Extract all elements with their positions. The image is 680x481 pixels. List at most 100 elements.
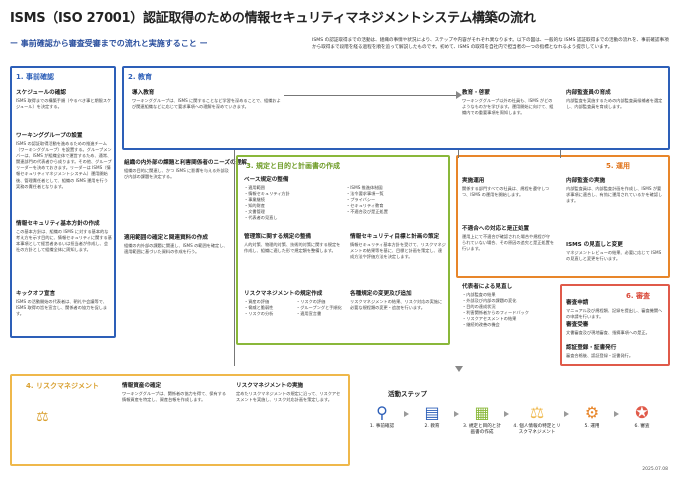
section-review-title: 代表者による見直し [462, 284, 513, 290]
phase-5-box [456, 155, 670, 278]
section-edu-title: 教育・啓蒙 [462, 90, 490, 96]
base-rule-item: ・セキュリティ教育 [346, 203, 384, 209]
legend-step-label: 6. 審査 [634, 424, 650, 429]
legend-arrow [564, 411, 569, 417]
section-implement-text: 関係する部門すべての社員は、規程を遵守しつつ、ISMS の運用を開始します。 [462, 186, 550, 198]
section-wg-text: ISMS の認証取得活動を進めるための推進チーム（ワーキンググループ）を設置する… [16, 141, 112, 189]
section-apply-text: マニュアル及び規程類、記録を提出し、審査機関への申請を行います。 [566, 308, 663, 320]
intro-text: ISMS の認証取得までの活動は、組織の事情や状況により、ステップや内容がそれぞ… [312, 38, 669, 50]
base-rule-item: ・事業継続 [244, 197, 265, 203]
section-schedule-title: スケジュールの確認 [16, 90, 66, 96]
legend-step-label: 1. 事前確認 [369, 424, 395, 429]
document-icon: ▦ [474, 403, 490, 422]
section-risk-impl: リスクマネジメントの実施 定めたリスクマネジメントの規定に沿って、リスクアセスメ… [236, 381, 344, 403]
review-item: ・内部監査の結果 [462, 292, 496, 297]
section-scope-def: 適用範囲の確定と関連資料の作成 組織の内外部の課題に関連し、ISMS の範囲を確… [124, 233, 230, 255]
phase-4-box [10, 374, 350, 466]
scales-icon: ⚖ [529, 403, 545, 422]
section-internal-audit-title: 内部監査の実施 [566, 178, 606, 184]
phase-6-label: 6. 審査 [626, 292, 650, 300]
section-objectives-text: 情報セキュリティ基本方針を受けて、リスクマネジメントの結果等を基に、目標と計画を… [350, 242, 446, 260]
section-internal-audit-text: 内部監査員は、内部監査計画を作成し、ISMS が要求事項に適合し、有効に運用され… [566, 186, 663, 204]
section-changes-text: リスクマネジメントの結果、リスク対応の実施に必要な規程類の変更・追加を行います。 [350, 299, 443, 311]
section-risk-impl-title: リスクマネジメントの実施 [236, 383, 304, 389]
phase-5-label: 5. 運用 [606, 162, 630, 170]
section-schedule-text: ISMS 取得までの構築手順（やるべき事と期限スケジュール）を決定する。 [16, 98, 112, 110]
base-rule-item: ・知的財産 [244, 203, 265, 209]
gear-icon: ⚙ [584, 403, 600, 422]
section-auditor-title: 内部監査員の育成 [566, 90, 611, 96]
legend-step-3: ▦ 3. 規定と目的と計画書の作成 [462, 404, 502, 435]
section-implement: 実施運用 関係する部門すべての社員は、規程を遵守しつつ、ISMS の運用を開始し… [462, 176, 554, 198]
section-policy-text: この基本方針は、組織の ISMS に対する基本的な考え方を示す目的に、情報セキュ… [16, 229, 112, 253]
section-risk-impl-text: 定めたリスクマネジメントの規定に沿って、リスクアセスメントを実施し、リスク対応計… [236, 391, 341, 403]
magnifier-icon: ⚲ [376, 403, 388, 422]
section-base-rules-title: ベース規定の整備 [244, 177, 289, 183]
section-manage-rules: 管理策に関する規定の整備 人的対策、物理的対策、技術的対策に関する規定を作成し、… [244, 232, 344, 254]
section-kickoff-title: キックオフ宣言 [16, 291, 56, 297]
section-cert: 認証登録・証書発行 審査合格後、認証登録・証書発行。 [566, 343, 664, 359]
section-review2-title: ISMS の見直しと変更 [566, 242, 623, 248]
risk-process-item: ・リスクの評価 [296, 299, 326, 304]
base-rule-item: ・適用範囲 [244, 185, 265, 190]
review-item: ・継続的改善の機会 [462, 322, 500, 328]
section-internal-audit: 内部監査の実施 内部監査員は、内部監査計画を作成し、ISMS が要求事項に適合し… [566, 176, 664, 204]
section-nonconf-title: 不適合への対応と是正処置 [462, 226, 530, 232]
legend-step-4: ⚖ 4. 個人情報の特定とリスクマネジメント [512, 404, 562, 435]
legend-step-1: ⚲ 1. 事前確認 [362, 404, 402, 430]
section-nonconf: 不適合への対応と是正処置 運用上にて不適合が確認された場合や規程が守られていない… [462, 224, 554, 252]
risk-process-item: ・資産の評価 [244, 299, 270, 304]
section-intro-edu-text: ワーキンググループは、ISMS に関することなど学習を深めることで、組織および関… [132, 98, 281, 110]
certificate-icon: ✪ [635, 403, 649, 422]
legend-step-5: ⚙ 5. 運用 [572, 404, 612, 430]
flow-line-2 [458, 150, 459, 158]
section-issues-text: 組織の目的に関連し、かつ ISMS に影響を与える外部及び内部の課題を決定する。 [124, 168, 229, 180]
section-schedule: スケジュールの確認 ISMS 取得までの構築手順（やるべき事と期限スケジュール）… [16, 88, 112, 110]
section-risk-process-title: リスクマネジメントの規定作成 [244, 291, 323, 297]
phase-1-label: 1. 事前確認 [16, 73, 54, 81]
review-item: ・リスクアセスメントの結果 [462, 316, 517, 322]
section-changes-title: 各種規定の変更及び追加 [350, 291, 412, 297]
section-kickoff-text: ISMS の活動開始の代表者は、朝礼や会議等で、ISMS 取得の旨を宣言し、関係… [16, 299, 108, 317]
section-auditor-text: 内部監査を実施するための内部監査員候補者を選定し、内部監査員を育成します。 [566, 98, 663, 110]
edu-arrow [456, 91, 462, 99]
section-apply: 審査申請 マニュアル及び規程類、記録を提出し、審査機関への申請を行います。 [566, 298, 664, 320]
review-item: ・利害関係者からのフィードバック [462, 310, 529, 316]
section-cert-title: 認証登録・証書発行 [566, 345, 617, 351]
section-issues: 組織の内外部の課題と利害関係者のニーズの理解 組織の目的に関連し、かつ ISMS… [124, 158, 247, 180]
section-review: 代表者による見直し ・内部監査の結果 ・外部及び内部の課題の変化 ・目的の達成状… [462, 282, 554, 329]
risk-process-item: ・脅威と脆弱性 [244, 305, 274, 311]
book-icon: ▤ [424, 403, 440, 422]
section-cert-text: 審査合格後、認証登録・証書発行。 [566, 353, 634, 358]
section-asset: 情報資産の確定 ワーキンググループは、関係者の協力を得て、保有する情報資産を特定… [122, 381, 228, 403]
date-label: 2025.07.08 [642, 467, 668, 472]
legend-step-label: 3. 規定と目的と計画書の作成 [462, 424, 501, 435]
section-wg: ワーキンググループの設置 ISMS の認証取得活動を進めるための推進チーム（ワー… [16, 131, 112, 190]
section-policy-title: 情報セキュリティ基本方針の作成 [16, 221, 100, 227]
page-title: ISMS（ISO 27001）認証取得のための情報セキュリティマネジメントシステ… [10, 11, 536, 26]
base-rule-item: ・代表者の見直し [244, 215, 278, 221]
section-kickoff: キックオフ宣言 ISMS の活動開始の代表者は、朝礼や会議等で、ISMS 取得の… [16, 289, 112, 317]
section-review2: ISMS の見直しと変更 マネジメントレビューの結果、必要に応じて ISMS の… [566, 240, 664, 262]
base-rule-item: ・情報セキュリティ方針 [244, 191, 290, 197]
legend-arrow [614, 411, 619, 417]
edu-connector [284, 95, 458, 96]
section-manage-rules-title: 管理策に関する規定の整備 [244, 234, 312, 240]
phase-3-box [236, 155, 450, 345]
section-intro-edu: 導入教育 ワーキンググループは、ISMS に関することなど学習を深めることで、組… [132, 88, 282, 110]
legend-step-label: 2. 教育 [424, 424, 440, 429]
section-audit-title: 審査受審 [566, 322, 589, 328]
legend-arrow [404, 411, 409, 417]
section-asset-text: ワーキンググループは、関係者の協力を得て、保有する情報資産を特定し、資産台帳を作… [122, 391, 227, 403]
legend-step-2: ▤ 2. 教育 [412, 404, 452, 430]
section-implement-title: 実施運用 [462, 178, 485, 184]
section-asset-title: 情報資産の確定 [122, 383, 162, 389]
base-rule-item: ・法令要求事項一覧 [346, 191, 384, 197]
base-rule-item: ・文書管理 [244, 209, 265, 215]
legend-arrow [504, 411, 509, 417]
legend-step-6: ✪ 6. 審査 [622, 404, 662, 430]
section-apply-title: 審査申請 [566, 300, 589, 306]
section-edu-text: ワーキンググループ以外の社員も、ISMS がどのようなものかを学びます。運用開始… [462, 98, 554, 116]
section-audit: 審査受審 文書審査及び現地審査、指摘事項への是正。 [566, 320, 664, 336]
section-intro-edu-title: 導入教育 [132, 90, 155, 96]
